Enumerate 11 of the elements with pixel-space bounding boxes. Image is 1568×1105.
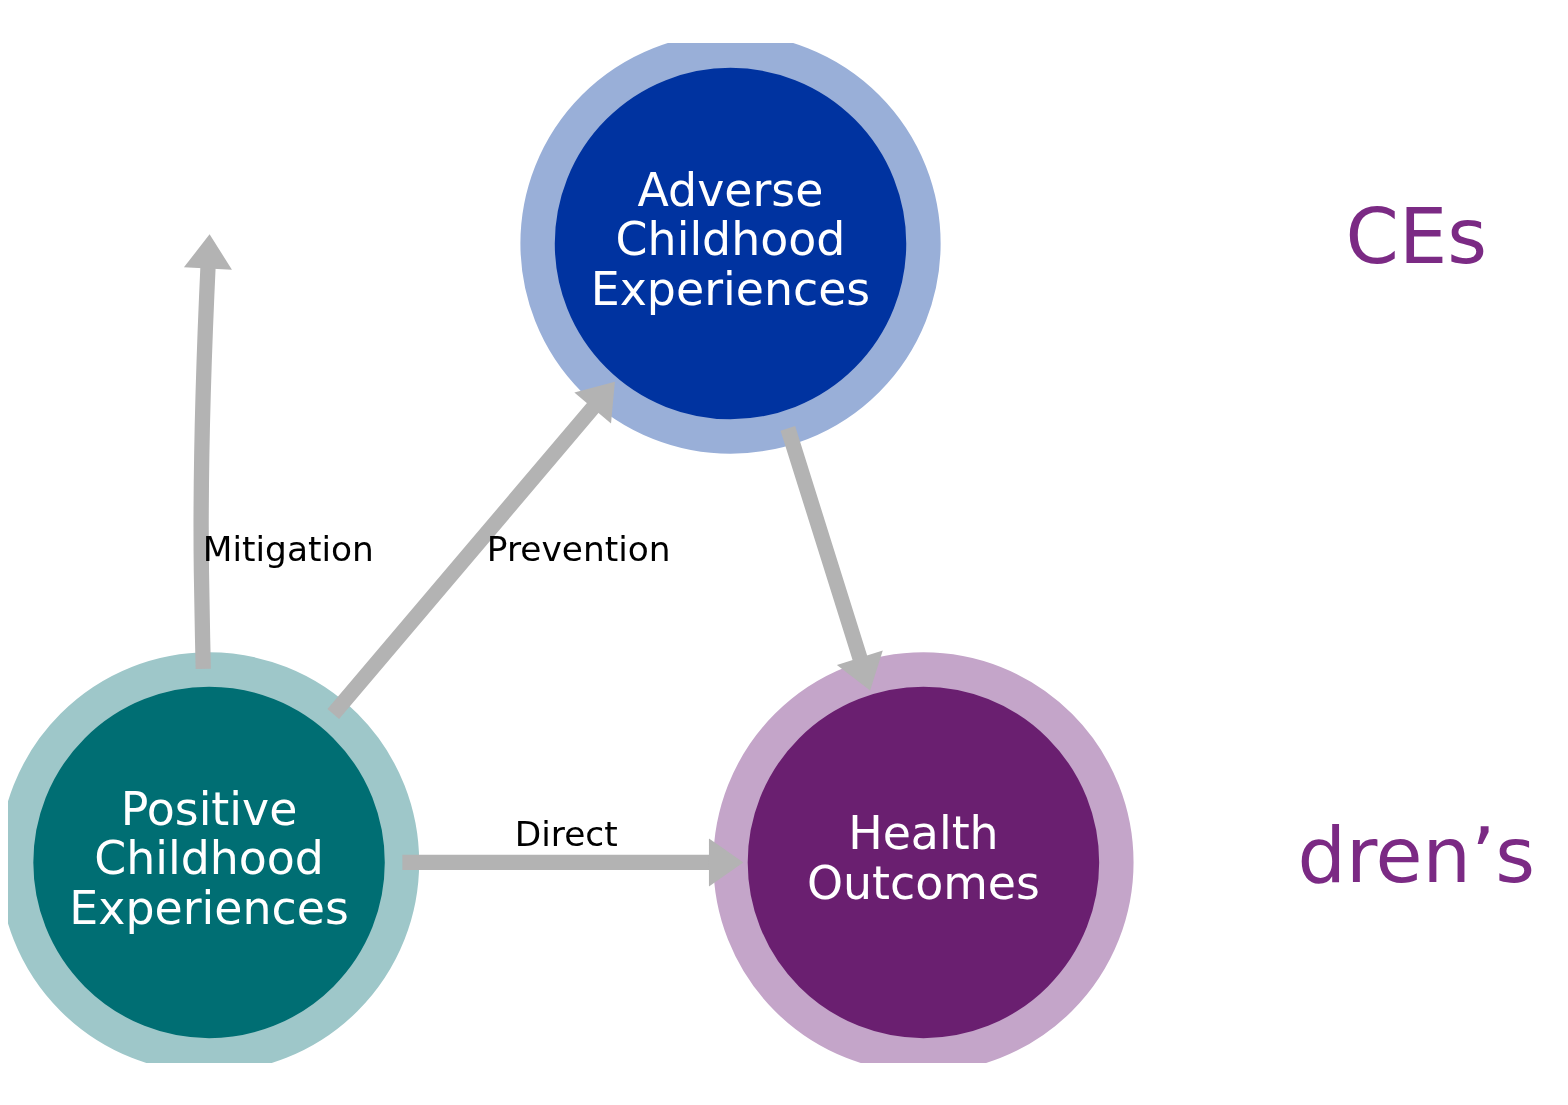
edge-label: Mitigation [202, 528, 374, 569]
node-circle: Positive Childhood Experiences [8, 651, 420, 1063]
label: CEs [1345, 191, 1487, 281]
arrow [183, 233, 232, 669]
edge-label: Direct [514, 813, 618, 854]
node-circle: Adverse Childhood Experiences [520, 42, 941, 454]
arrow [402, 837, 744, 886]
arrow [327, 381, 615, 719]
edge-label: Prevention [486, 528, 671, 569]
arrow [780, 425, 883, 691]
label: dren’s [1297, 810, 1536, 900]
